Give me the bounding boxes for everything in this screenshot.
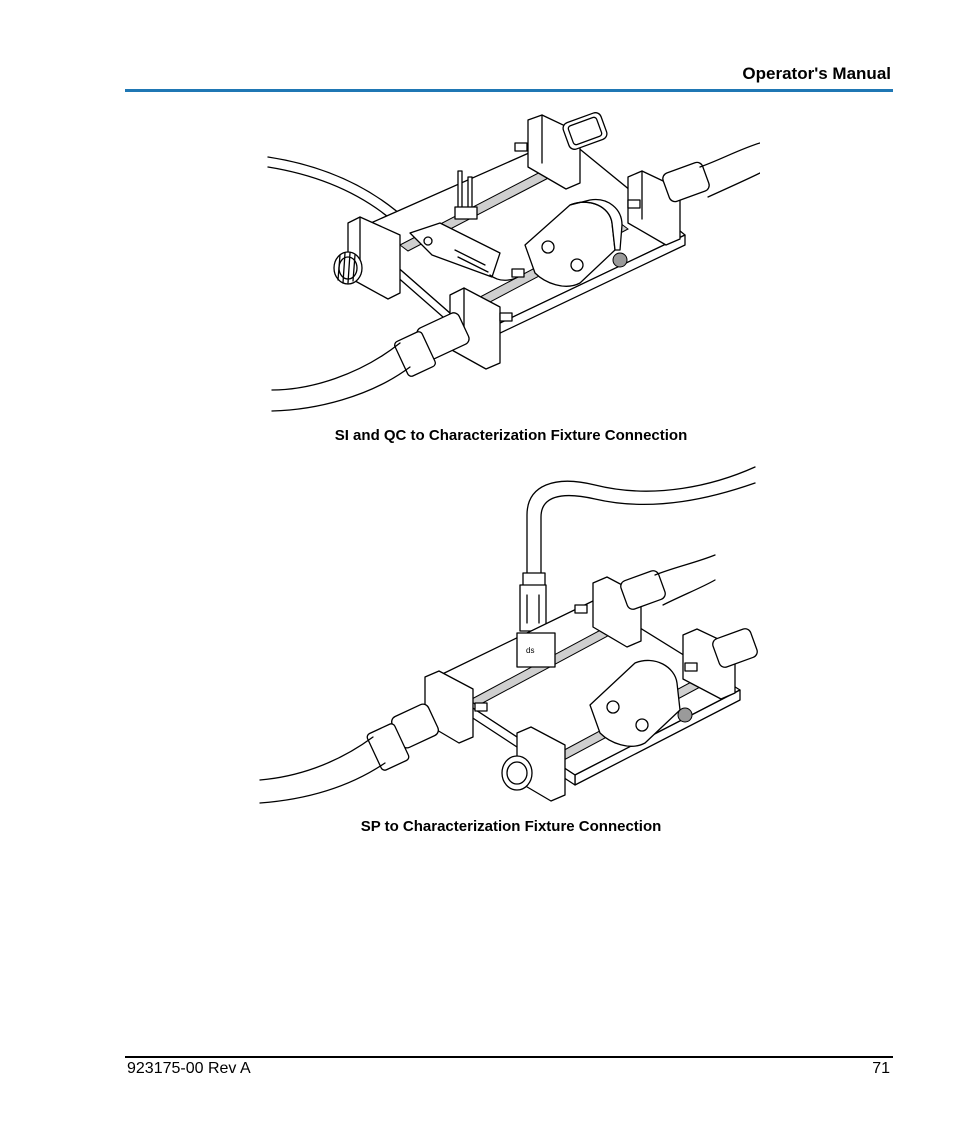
page-header-title: Operator's Manual <box>742 64 891 83</box>
footer-rule <box>125 1056 893 1058</box>
figure-sp-fixture: ds <box>255 455 765 810</box>
figure-caption-2: SP to Characterization Fixture Connectio… <box>360 818 662 835</box>
figure-caption-1: SI and QC to Characterization Fixture Co… <box>334 427 688 444</box>
fixture-illustration-2: ds <box>259 466 758 804</box>
header-rule <box>125 89 893 92</box>
footer-doc-id: 923175-00 Rev A <box>127 1060 251 1077</box>
footer-page-number: 71 <box>872 1060 890 1077</box>
figure-si-qc-fixture <box>260 105 760 420</box>
fixture-illustration-1 <box>267 112 760 412</box>
housing-mark: ds <box>526 646 534 655</box>
